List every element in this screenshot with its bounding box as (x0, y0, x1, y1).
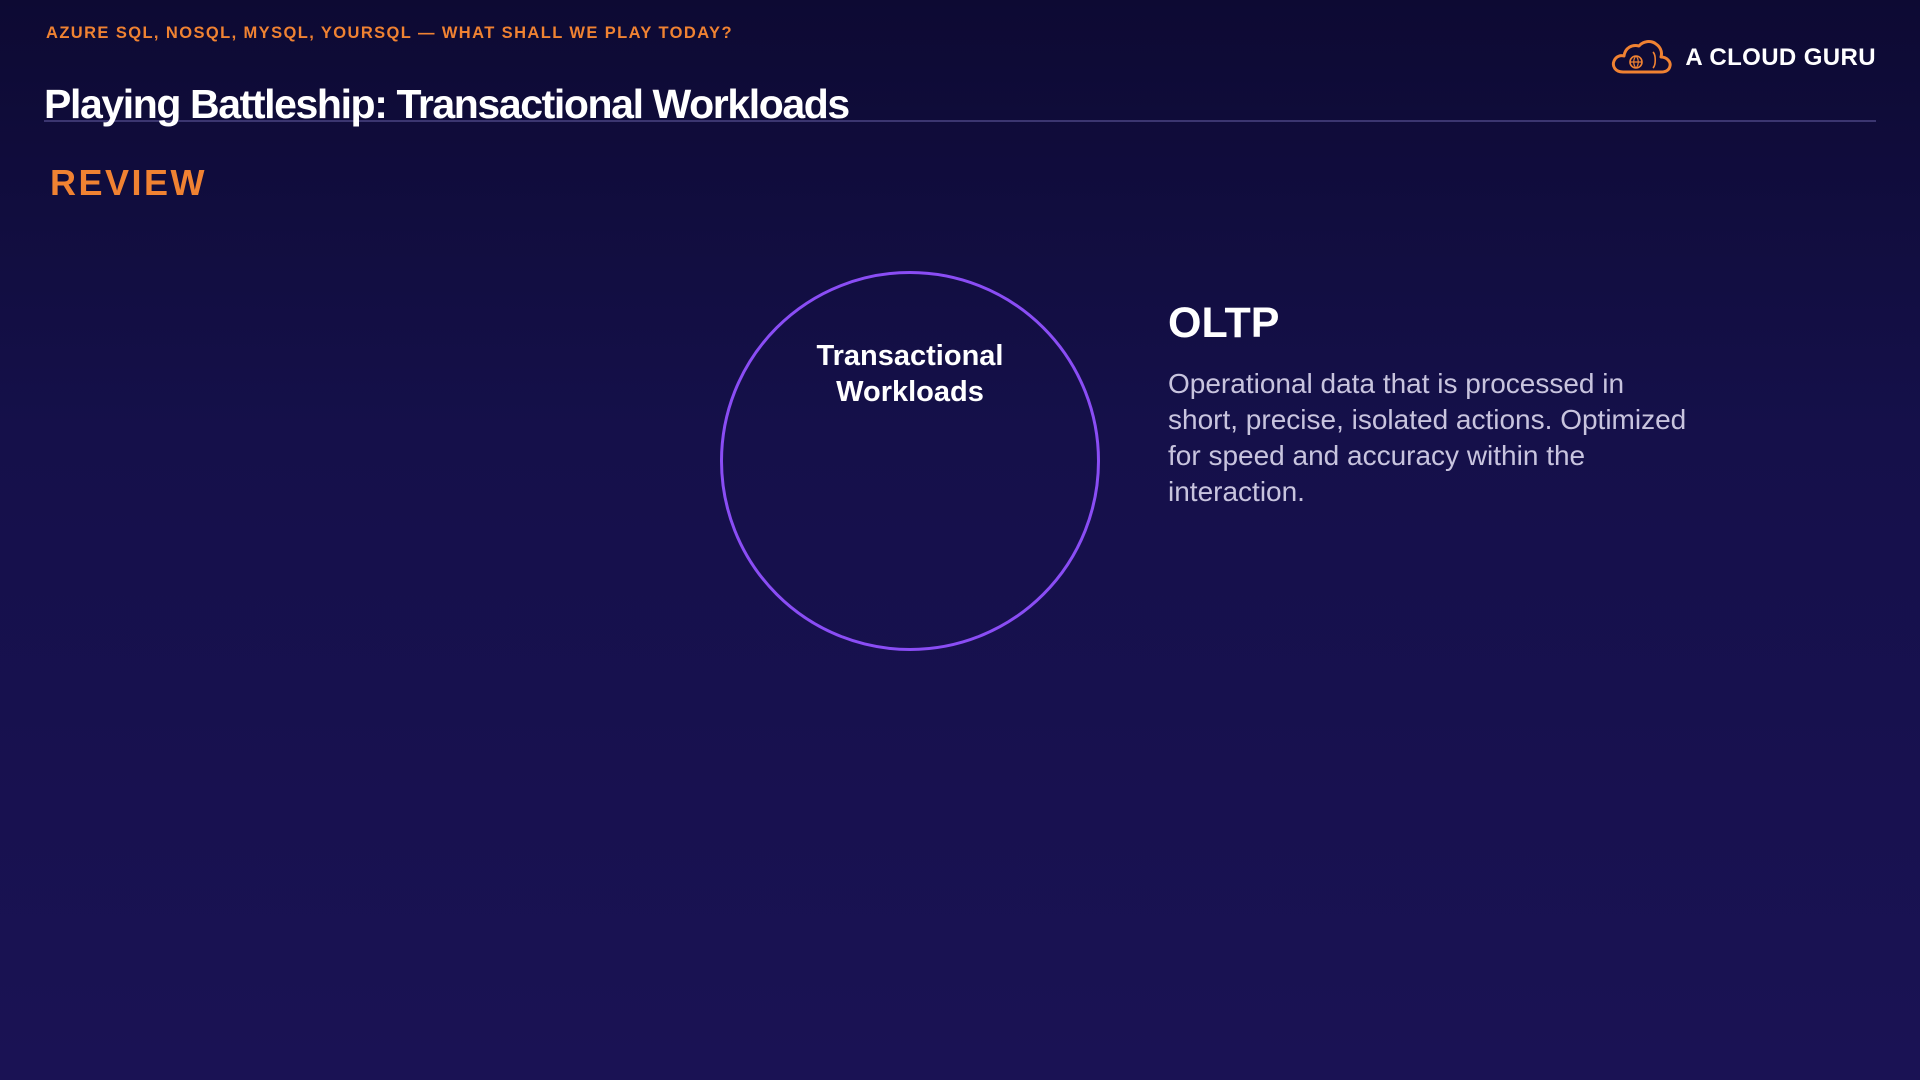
section-label: REVIEW (50, 162, 208, 203)
page-title: Playing Battleship: Transactional Worklo… (44, 81, 850, 128)
definition-text: Operational data that is processed in sh… (1168, 368, 1687, 507)
circle-label-line2: Workloads (836, 376, 984, 408)
definition-term: OLTP (1168, 299, 1280, 347)
circle-label-line1: Transactional (816, 340, 1004, 372)
brand-name: A CLOUD GURU (1685, 44, 1876, 71)
slide-header: AZURE SQL, NOSQL, MYSQL, YOURSQL — WHAT … (44, 22, 1876, 127)
circle-label: Transactional Workloads (723, 338, 1097, 410)
concept-circle: Transactional Workloads (720, 271, 1100, 651)
definition-block: OLTP Operational data that is processed … (1168, 296, 1688, 510)
course-eyebrow: AZURE SQL, NOSQL, MYSQL, YOURSQL — WHAT … (46, 24, 733, 42)
cloud-logo-icon (1612, 40, 1673, 74)
brand-logo: A CLOUD GURU (1609, 38, 1876, 78)
